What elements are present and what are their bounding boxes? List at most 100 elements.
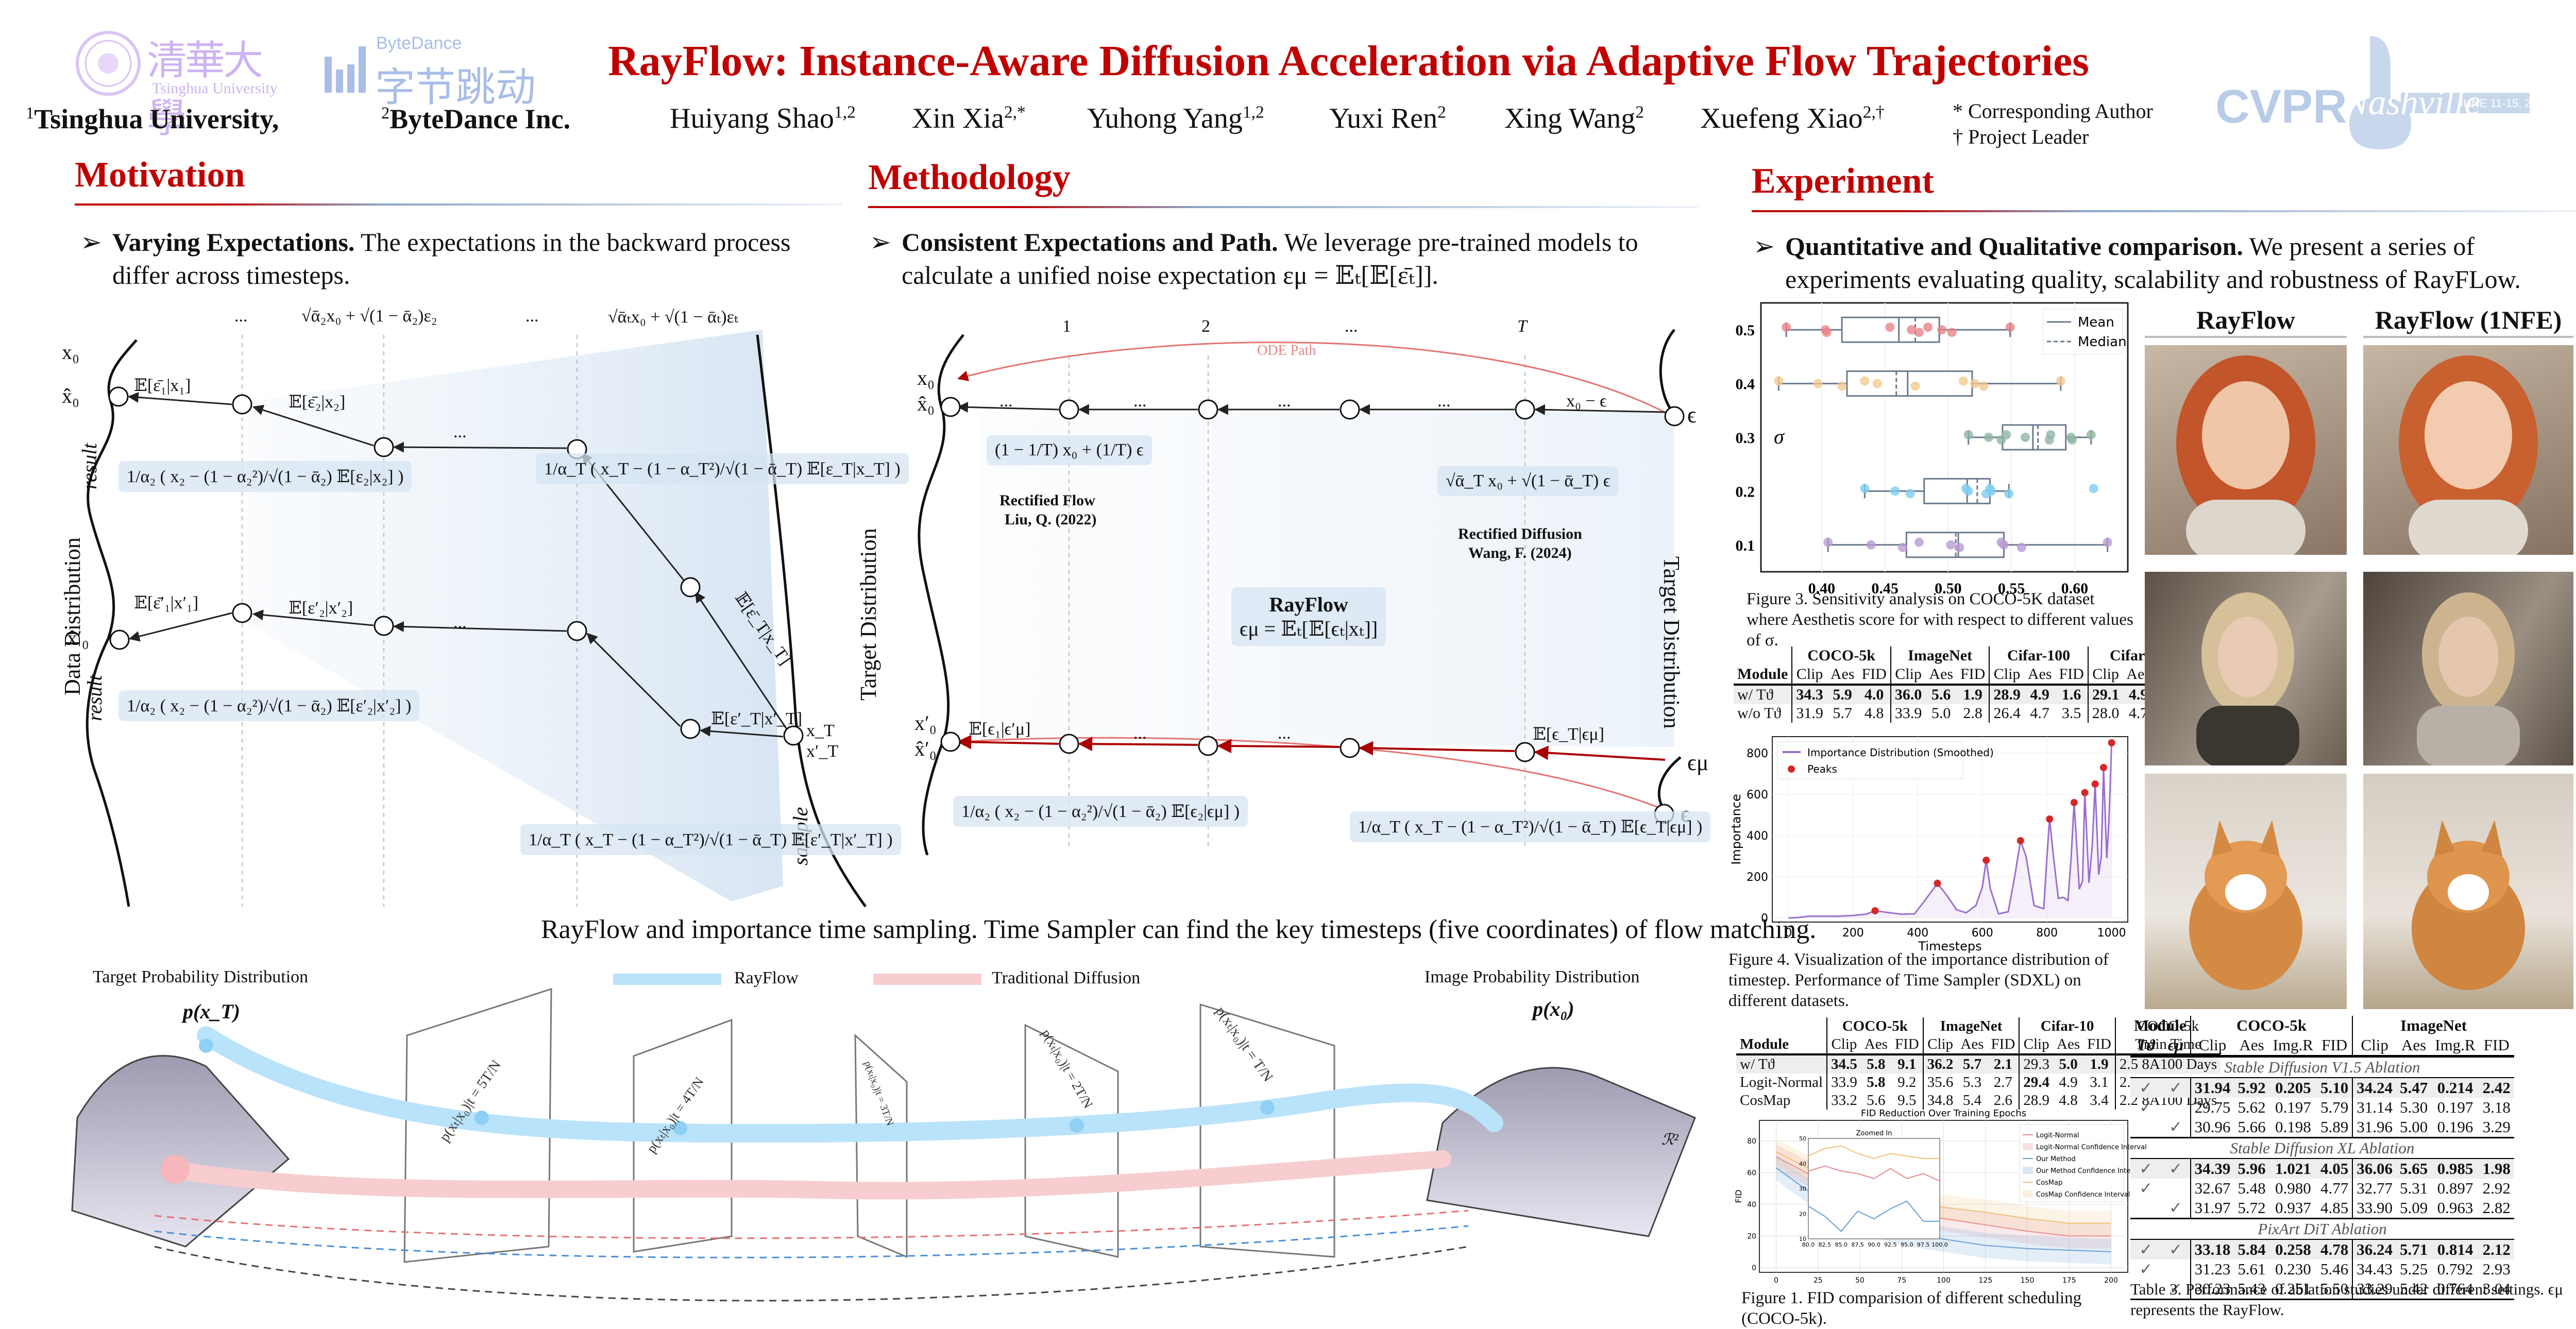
- value-cell: 28.0: [2087, 704, 2123, 723]
- inset-y-tick: 30: [1799, 1186, 1806, 1192]
- metric-header: Aes: [1864, 1036, 1888, 1052]
- y-tick-label: 20: [1747, 1232, 1756, 1240]
- y-tick-label: 0: [1752, 1264, 1756, 1272]
- inset-series-line: [1808, 1165, 1940, 1182]
- section-row: Stable Diffusion XL Ablation: [2130, 1138, 2514, 1158]
- photo-redhead-rayflow: [2145, 345, 2347, 555]
- section-row: PixArt DiT Ablation: [2130, 1219, 2514, 1239]
- value-cell: 36.2: [1922, 1054, 1957, 1074]
- author-sup: 2,*: [1004, 103, 1026, 122]
- box: [1923, 478, 1991, 504]
- value-cell: 5.46: [2320, 1260, 2349, 1278]
- value-cell: 2.1: [1993, 1056, 2013, 1072]
- rectified-diffusion-name: Rectified Diffusion: [1458, 525, 1582, 542]
- value-cell: 5.92: [2238, 1079, 2266, 1097]
- rectified-flow-name: Rectified Flow: [999, 492, 1095, 509]
- value-cell: 2.82: [2482, 1199, 2511, 1217]
- group-header: Cifar-10: [2019, 1017, 2115, 1035]
- value-cell: 5.42: [2400, 1280, 2428, 1298]
- x-tick-label: 0: [1774, 1276, 1778, 1285]
- bytedance-name-en: ByteDance: [376, 33, 462, 53]
- rayflow-1nfe-column-header: RayFlow (1NFE): [2375, 305, 2562, 334]
- value-cell: 5.71: [2400, 1240, 2428, 1258]
- x-tick-label: 50: [1855, 1276, 1865, 1285]
- value-cell: 31.14: [2352, 1098, 2396, 1117]
- check-icon: [2130, 1198, 2162, 1219]
- value-cell: 5.84: [2238, 1240, 2266, 1258]
- value-cell: 0.205: [2275, 1079, 2311, 1097]
- metric-header: Aes: [1929, 666, 1953, 683]
- value-cell: 5.0: [1931, 705, 1951, 722]
- metric-header: Clip: [2087, 665, 2123, 685]
- value-cell: 2.7: [1993, 1074, 2013, 1091]
- experiment-bullet: ➢Quantitative and Qualitative comparison…: [1753, 230, 2576, 296]
- metric-header: FID: [2087, 1036, 2111, 1052]
- sampling-figure: [71, 974, 1696, 1302]
- x-tick-label: 125: [1978, 1276, 1992, 1285]
- x-tick-label: 25: [1814, 1276, 1823, 1285]
- value-cell: 34.39: [2190, 1158, 2234, 1179]
- module-cell: w/ Tϑ: [1740, 1056, 1775, 1072]
- group-header: COCO-5k: [1791, 646, 1891, 665]
- empty-cell: [1734, 646, 1792, 665]
- data-point: [2002, 430, 2011, 439]
- data-point: [2004, 489, 2014, 499]
- module-header: Module: [2134, 1016, 2187, 1034]
- affiliation-2: 2ByteDance Inc.: [381, 103, 570, 135]
- value-cell: 5.43: [2238, 1280, 2266, 1298]
- metric-header: Clip: [1922, 1035, 1957, 1054]
- legend-label: CosMap Confidence Interval: [2036, 1191, 2130, 1199]
- value-cell: 5.25: [2400, 1260, 2428, 1278]
- metric-header: Img.R: [2273, 1036, 2313, 1054]
- value-cell: 0.230: [2275, 1260, 2311, 1278]
- value-cell: 33.90: [2352, 1198, 2396, 1219]
- metric-header: Clip: [1989, 665, 2024, 685]
- y-tick-label: 800: [1747, 747, 1768, 760]
- legend-label: Logit-Normal: [2036, 1132, 2079, 1139]
- inset-y-tick: 40: [1799, 1161, 1806, 1167]
- bytedance-name-cn: 字节跳动: [375, 64, 536, 111]
- value-cell: 0.197: [2275, 1098, 2311, 1116]
- value-cell: 33.29: [2352, 1279, 2396, 1300]
- header-rule: [2145, 336, 2347, 338]
- value-cell: 2.5 8A100 Days: [2114, 1054, 2221, 1074]
- expectation-label: 𝔼[ε′₂|x′₂]: [289, 599, 353, 618]
- value-cell: 5.7: [1833, 705, 1852, 722]
- inset-y-tick: 20: [1799, 1211, 1806, 1217]
- value-cell: 30.23: [2190, 1279, 2234, 1300]
- xT-prime-label: x′_T: [806, 742, 839, 761]
- bullet-arrow-icon: ➢: [80, 228, 102, 257]
- value-cell: 33.9: [1890, 704, 1926, 723]
- group-header: COCO-5k: [2190, 1016, 2353, 1035]
- metric-header: Clip: [2019, 1035, 2054, 1054]
- value-cell: 5.66: [2238, 1118, 2266, 1136]
- affiliation-sup: 2: [381, 104, 390, 123]
- group-header: ImageNet: [1922, 1017, 2020, 1035]
- value-cell: 2.6: [1993, 1092, 2013, 1109]
- photo-corgi-rayflow: [2145, 774, 2347, 1009]
- data-point: [1914, 537, 1924, 547]
- experiment-heading: Experiment: [1752, 161, 1934, 201]
- data-point: [1905, 489, 1915, 499]
- x-tick-label: 0.60: [2061, 580, 2089, 597]
- peak-point: [2016, 837, 2024, 844]
- check-icon: ✓: [2139, 1240, 2153, 1258]
- inset-y-tick: 50: [1799, 1135, 1806, 1142]
- data-point: [1914, 328, 1924, 337]
- x0-label: x₀: [62, 340, 79, 364]
- figure3-caption: Figure 3. Sensitivity analysis on COCO-5…: [1747, 590, 2133, 650]
- expectation-label: 𝔼[ε̄′₁|x′₁]: [134, 593, 199, 612]
- data-point: [2016, 542, 2026, 552]
- dots: ...: [1133, 391, 1147, 411]
- value-cell: 5.61: [2238, 1260, 2266, 1278]
- metric-header: Clip: [2190, 1035, 2234, 1057]
- data-point: [1823, 537, 1833, 547]
